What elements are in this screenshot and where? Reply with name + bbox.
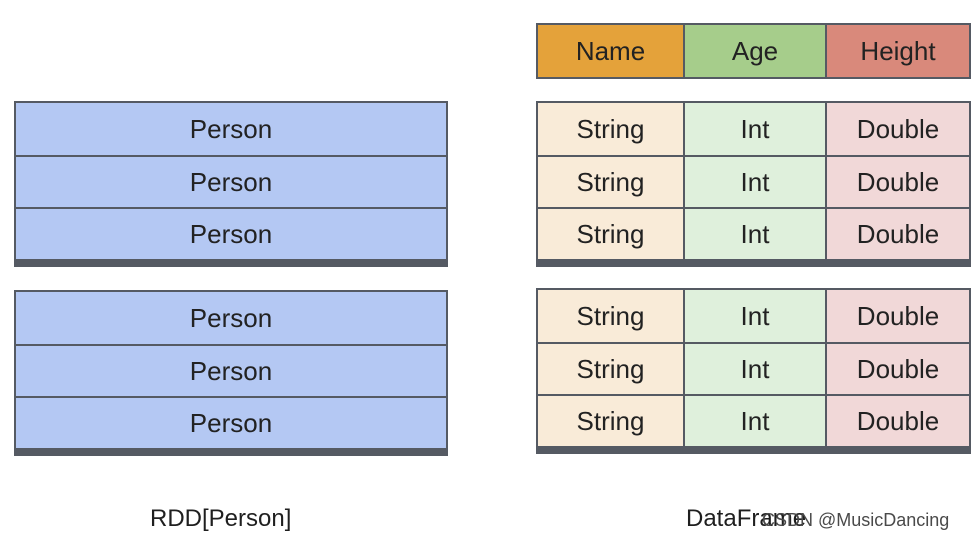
header-age: Age (683, 25, 825, 77)
dataframe-row: String Int Double (538, 290, 969, 342)
dataframe-partition-2: String Int Double String Int Double Stri… (536, 288, 971, 454)
dataframe-row: String Int Double (538, 103, 969, 155)
rdd-row: Person (16, 155, 446, 207)
header-row: Name Age Height (538, 25, 969, 77)
rdd-row: Person (16, 396, 446, 448)
dataframe-partition-1: String Int Double String Int Double Stri… (536, 101, 971, 267)
person-cell: Person (16, 398, 446, 448)
name-type-cell: String (538, 103, 683, 155)
person-cell: Person (16, 157, 446, 207)
height-type-cell: Double (825, 290, 969, 342)
age-type-cell: Int (683, 290, 825, 342)
person-cell: Person (16, 292, 446, 344)
rdd-partition-1: Person Person Person (14, 101, 448, 267)
age-type-cell: Int (683, 103, 825, 155)
person-cell: Person (16, 346, 446, 396)
dataframe-row: String Int Double (538, 342, 969, 394)
name-type-cell: String (538, 396, 683, 446)
age-type-cell: Int (683, 157, 825, 207)
height-type-cell: Double (825, 103, 969, 155)
name-type-cell: String (538, 157, 683, 207)
name-type-cell: String (538, 290, 683, 342)
rdd-partition-2: Person Person Person (14, 290, 448, 456)
age-type-cell: Int (683, 209, 825, 259)
dataframe-header: Name Age Height (536, 23, 971, 79)
height-type-cell: Double (825, 396, 969, 446)
name-type-cell: String (538, 209, 683, 259)
dataframe-row: String Int Double (538, 394, 969, 446)
rdd-row: Person (16, 344, 446, 396)
header-height: Height (825, 25, 969, 77)
header-name: Name (538, 25, 683, 77)
dataframe-caption: DataFrame (686, 505, 807, 532)
person-cell: Person (16, 209, 446, 259)
rdd-caption: RDD[Person] (150, 505, 292, 532)
name-type-cell: String (538, 344, 683, 394)
age-type-cell: Int (683, 396, 825, 446)
rdd-row: Person (16, 207, 446, 259)
rdd-row: Person (16, 292, 446, 344)
watermark: CSDN @MusicDancing (762, 510, 950, 530)
dataframe-row: String Int Double (538, 155, 969, 207)
height-type-cell: Double (825, 344, 969, 394)
person-cell: Person (16, 103, 446, 155)
rdd-row: Person (16, 103, 446, 155)
dataframe-row: String Int Double (538, 207, 969, 259)
age-type-cell: Int (683, 344, 825, 394)
height-type-cell: Double (825, 157, 969, 207)
height-type-cell: Double (825, 209, 969, 259)
